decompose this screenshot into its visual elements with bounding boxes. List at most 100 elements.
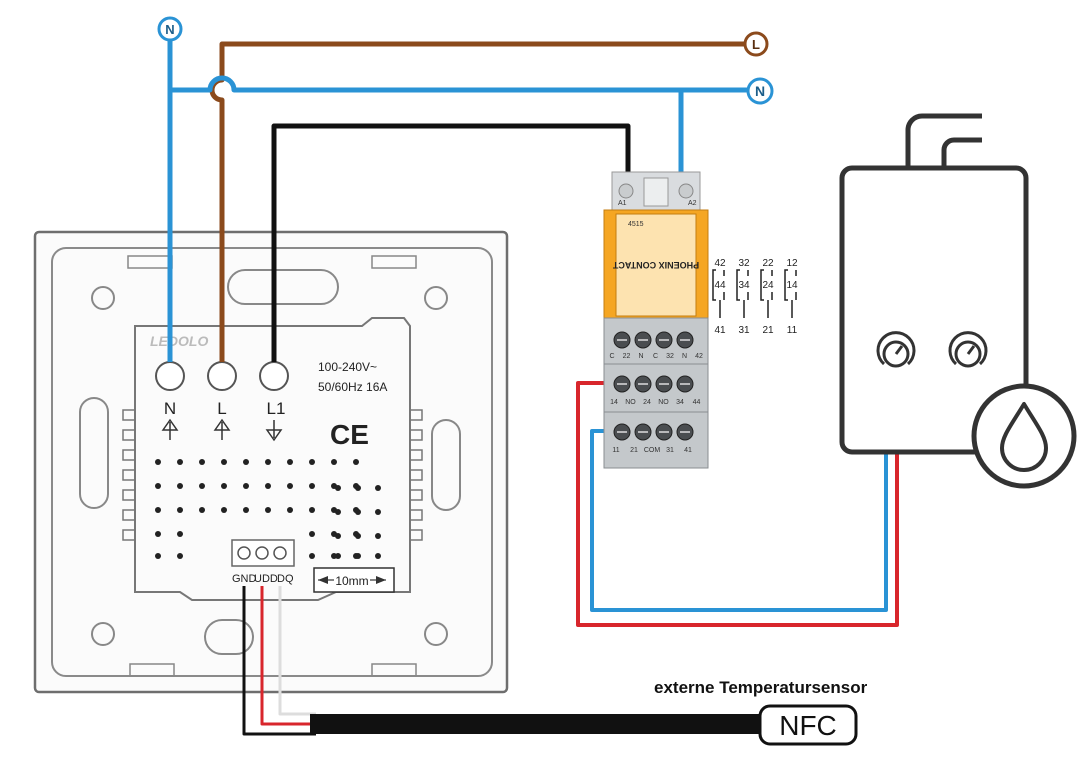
vent-dot <box>265 459 271 465</box>
contact-group: 22 24 21 <box>760 258 774 336</box>
vent-dot <box>155 553 161 559</box>
contact-symbol-icon <box>736 269 749 318</box>
sensor-wire-dq <box>278 586 316 716</box>
sensor-label-gnd: GND <box>232 573 257 585</box>
vent-dot <box>221 483 227 489</box>
relay-terminal-label: C <box>609 353 614 360</box>
contact-symbol-icon <box>712 269 725 318</box>
relay-coil-a2: A2 <box>688 200 697 207</box>
vent-dot <box>177 459 183 465</box>
contact-symbol-icon <box>760 269 773 318</box>
contact-com-label: 31 <box>738 325 750 336</box>
relay-terminal-label: 32 <box>666 353 674 360</box>
relay-terminal-label: 31 <box>666 447 674 454</box>
thermostat-terminals <box>155 361 289 442</box>
vent-dot <box>265 483 271 489</box>
sensor-connector <box>231 539 295 567</box>
contact-com-label: 21 <box>762 325 774 336</box>
sensor-title: externe Temperatursensor <box>654 678 868 697</box>
relay-terminal-label: 21 <box>630 447 638 454</box>
contact-nc-label: 42 <box>714 258 726 269</box>
vent-dot <box>221 459 227 465</box>
boiler-body <box>839 165 1029 455</box>
contact-no-label: 34 <box>738 280 750 291</box>
vent-dot <box>243 507 249 513</box>
temperature-sensor-tag <box>758 704 858 746</box>
vent-dot <box>355 509 361 515</box>
vent-dot <box>243 483 249 489</box>
vent-dot <box>287 459 293 465</box>
relay-terminal-label: C <box>653 353 658 360</box>
contact-group: 42 44 41 <box>712 258 726 336</box>
boiler-pipe-left <box>905 113 982 168</box>
vent-dot <box>309 459 315 465</box>
relay-blue-wire <box>590 429 888 612</box>
boiler-knob-right-icon <box>948 331 988 368</box>
svg-text:N: N <box>165 22 174 37</box>
terminal-label-n: N <box>164 399 176 418</box>
vent-dot <box>335 533 341 539</box>
mains-wires <box>167 30 899 736</box>
terminal-badge-l: L <box>743 31 769 57</box>
contact-com-label: 11 <box>787 325 798 336</box>
sensor-label-udd: UDD <box>254 573 278 585</box>
relay-terminal-label: N <box>638 353 643 360</box>
switched-live-wire <box>271 123 631 362</box>
boiler-pipe-right <box>941 137 982 168</box>
contact-nc-label: 32 <box>738 258 750 269</box>
vent-dot <box>243 459 249 465</box>
relay-red-wire <box>576 381 899 627</box>
relay-terminal-label: NO <box>658 399 669 406</box>
boiler <box>839 113 1077 489</box>
sensor-label-dq: DQ <box>277 573 294 585</box>
vent-dot <box>335 509 341 515</box>
relay-terminal-label: N <box>682 353 687 360</box>
terminal-label-l1: L1 <box>267 399 286 418</box>
rating-frequency: 50/60Hz 16A <box>318 380 387 394</box>
contact-no-label: 14 <box>786 280 798 291</box>
svg-text:L: L <box>752 37 760 52</box>
relay-terminal-label: 44 <box>693 399 701 406</box>
relay-terminal-label: NO <box>625 399 636 406</box>
vent-dot <box>375 533 381 539</box>
vent-dot <box>309 507 315 513</box>
vent-dot <box>335 553 341 559</box>
relay-terminal-label: COM <box>644 447 661 454</box>
terminal-badge-n-top: N <box>157 16 183 42</box>
vent-dot <box>177 553 183 559</box>
water-drop-icon <box>1000 402 1048 472</box>
vent-dot <box>309 531 315 537</box>
vent-dot <box>355 533 361 539</box>
contact-com-label: 41 <box>714 325 726 336</box>
rating-voltage: 100-240V~ <box>318 360 377 374</box>
sensor-wire-udd <box>260 586 316 726</box>
vent-dot <box>155 531 161 537</box>
relay-terminal-label: 14 <box>610 399 618 406</box>
vent-dot <box>309 553 315 559</box>
vent-dot <box>155 507 161 513</box>
boiler-knob-left-icon <box>876 331 916 368</box>
relay-brand: PHOENIX CONTACT <box>612 260 699 270</box>
vent-dot <box>375 509 381 515</box>
vent-dot <box>355 485 361 491</box>
contact-no-label: 44 <box>714 280 726 291</box>
thermostat-brand: LEDOLO <box>150 333 208 349</box>
neutral-wire-horizontal <box>170 75 755 93</box>
relay-terminal-label: 41 <box>684 447 692 454</box>
contact-group: 32 34 31 <box>736 258 750 336</box>
contact-no-label: 24 <box>762 280 774 291</box>
relay-screw-terminals <box>613 331 694 441</box>
vent-dot <box>335 485 341 491</box>
vent-dot <box>177 531 183 537</box>
vent-dot <box>287 483 293 489</box>
contact-nc-label: 22 <box>762 258 774 269</box>
vent-dot <box>199 483 205 489</box>
vent-dot <box>309 483 315 489</box>
vent-dot <box>375 485 381 491</box>
vent-dot <box>265 507 271 513</box>
